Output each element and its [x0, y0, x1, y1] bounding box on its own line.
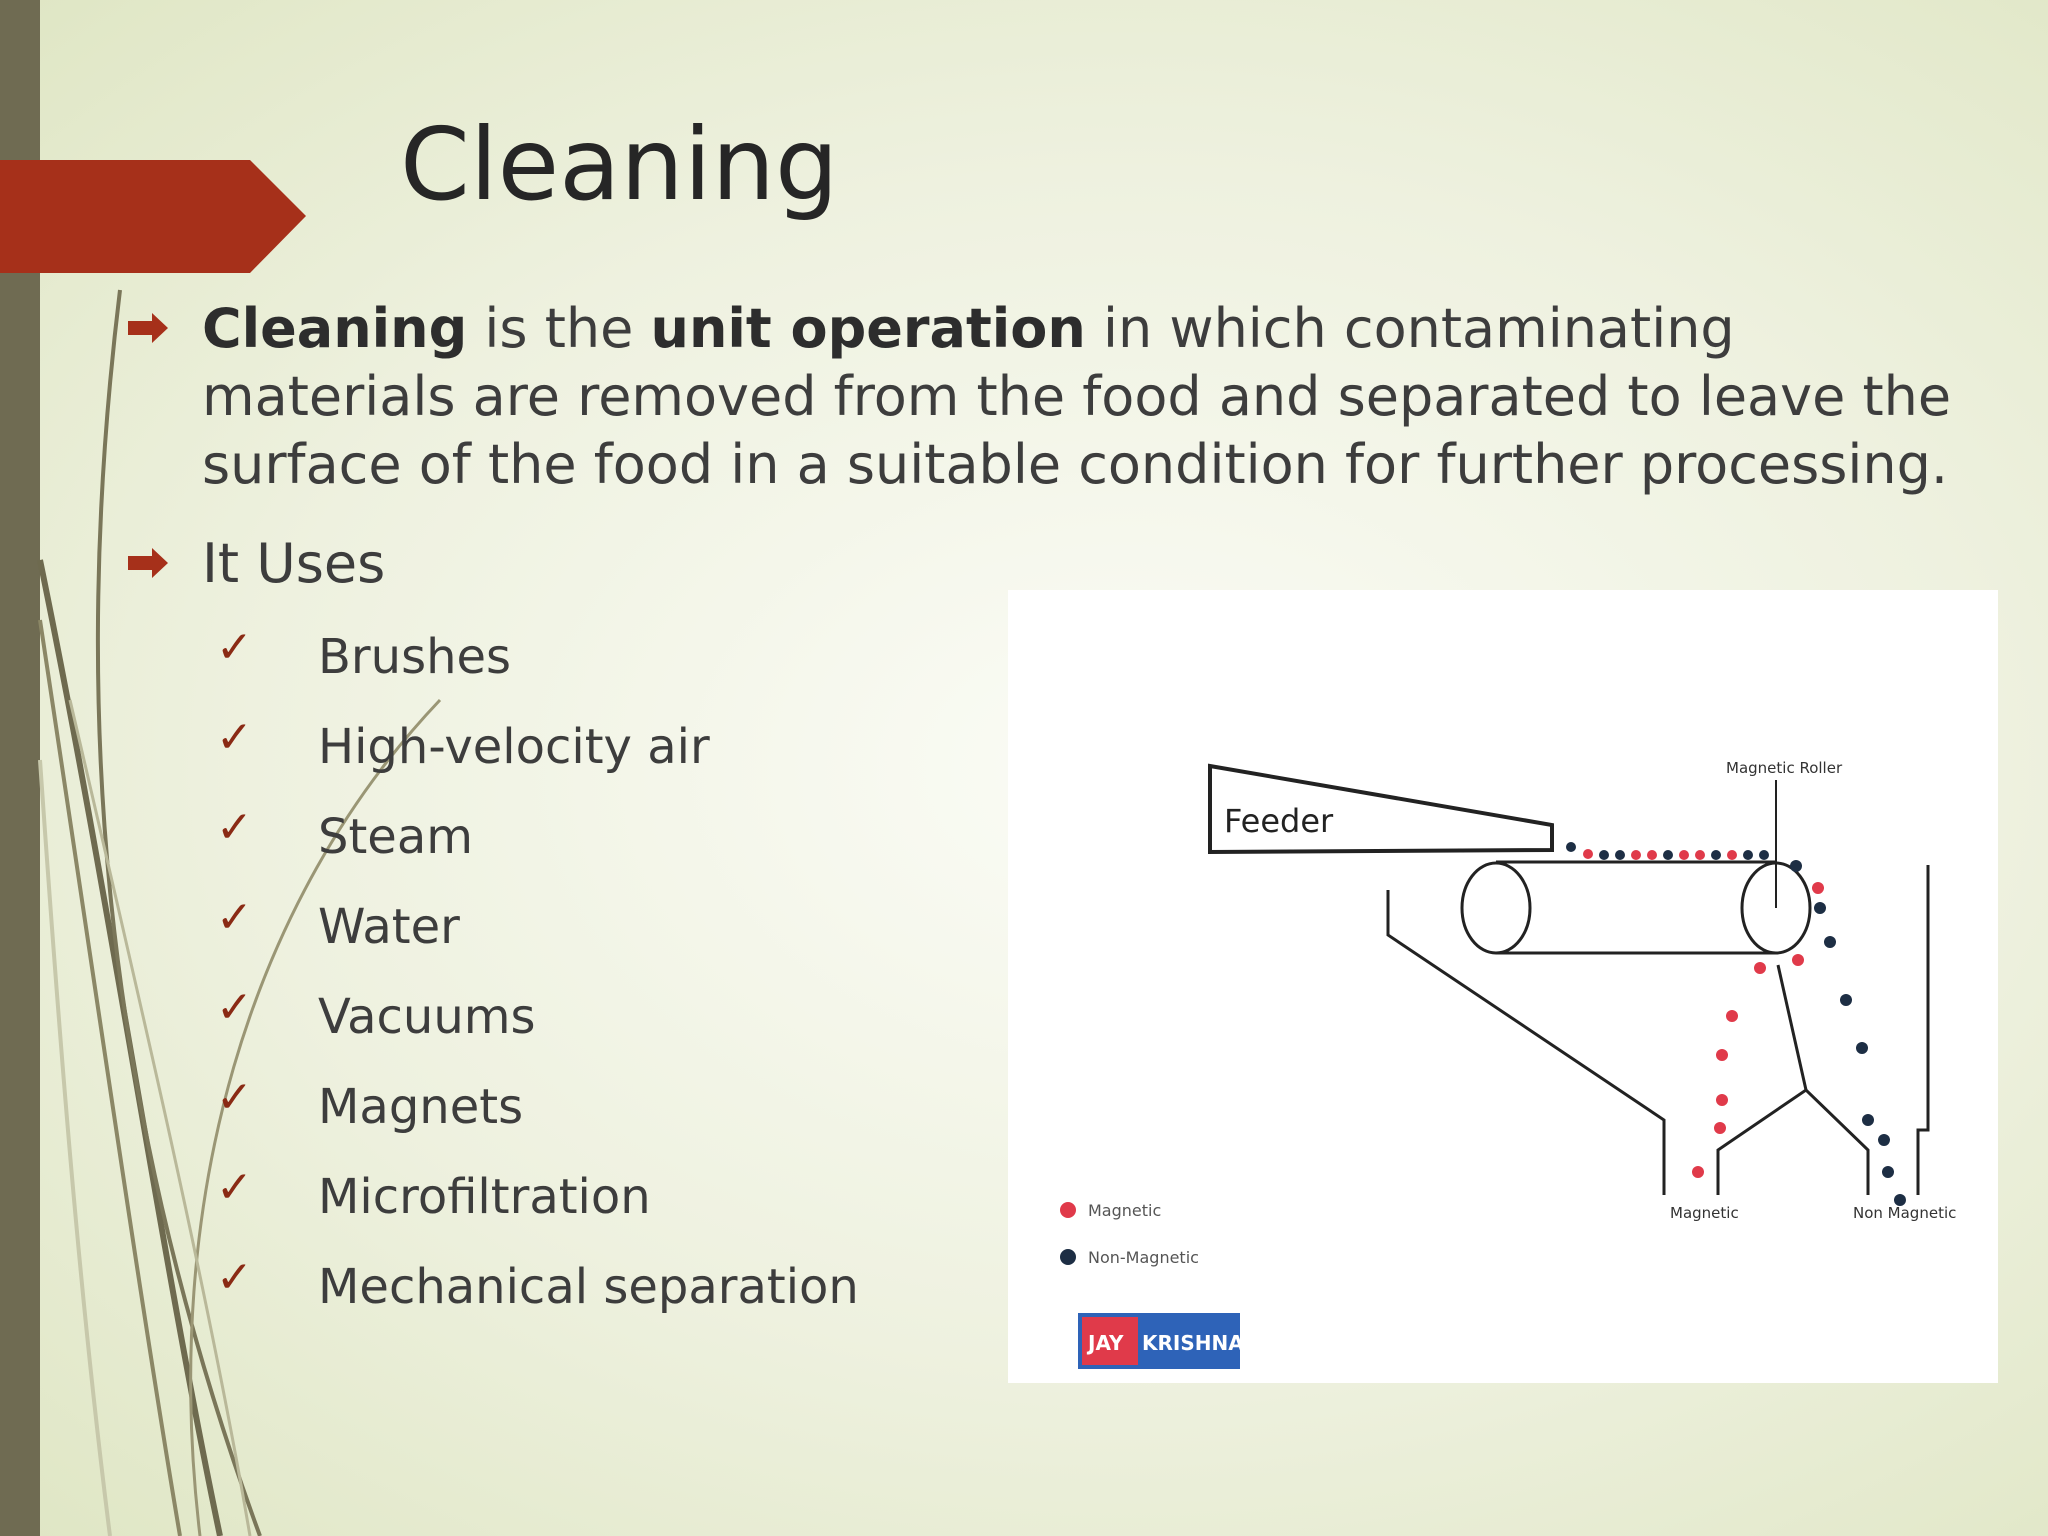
arrow-bullet-icon — [128, 548, 168, 578]
left-chute — [1386, 890, 1666, 1195]
term-cleaning: Cleaning — [202, 297, 468, 360]
checkmark-icon: ✓ — [216, 622, 253, 673]
uses-item-label: Water — [318, 899, 460, 955]
roller-label: Magnetic Roller — [1726, 759, 1843, 777]
divider-stem — [1776, 964, 1808, 1091]
checkmark-icon: ✓ — [216, 982, 253, 1033]
checkmark-icon: ✓ — [216, 712, 253, 763]
head-pulley — [1460, 861, 1532, 955]
magnetic-separator-diagram: Feeder Magnetic Roller — [1008, 590, 1998, 1383]
checkmark-icon: ✓ — [216, 802, 253, 853]
uses-item-label: Microfiltration — [318, 1169, 651, 1225]
feeder-hopper — [1208, 763, 1554, 855]
logo-box-blue — [1138, 1315, 1238, 1367]
outlet-non-magnetic-label: Non Magnetic — [1853, 1204, 1956, 1222]
legend-non-magnetic-label: Non-Magnetic — [1088, 1248, 1199, 1267]
right-wall — [1916, 865, 1930, 1195]
logo-text-red: JAY — [1086, 1331, 1124, 1355]
separator-diagram-svg: Feeder Magnetic Roller — [1060, 759, 1956, 1369]
uses-heading: It Uses — [202, 532, 386, 595]
legend-magnetic-label: Magnetic — [1088, 1201, 1161, 1220]
definition-paragraph: Cleaning is the unit operation in which … — [202, 295, 1952, 499]
logo-box-red — [1080, 1315, 1138, 1367]
title-arrow-shape — [0, 160, 306, 273]
checkmark-icon: ✓ — [216, 892, 253, 943]
uses-item-label: Steam — [318, 809, 473, 865]
uses-item-label: Mechanical separation — [318, 1259, 859, 1315]
uses-item-label: Vacuums — [318, 989, 536, 1045]
logo-border — [1078, 1313, 1240, 1369]
legend-non-magnetic-dot — [1060, 1249, 1076, 1265]
checkmark-icon: ✓ — [216, 1072, 253, 1123]
particle-stream — [1566, 842, 1906, 1206]
legend-magnetic-dot — [1060, 1202, 1076, 1218]
slide-title: Cleaning — [400, 106, 839, 223]
uses-item-label: Magnets — [318, 1079, 524, 1135]
feeder-label: Feeder — [1224, 802, 1334, 840]
uses-item-label: Brushes — [318, 629, 512, 685]
center-divider — [1716, 1088, 1870, 1195]
checkmark-icon: ✓ — [216, 1162, 253, 1213]
uses-item-label: High-velocity air — [318, 719, 710, 775]
logo-text-blue: KRISHNA — [1142, 1331, 1244, 1355]
term-unit-operation: unit operation — [650, 297, 1086, 360]
paragraph-text-1: is the — [467, 297, 651, 360]
paragraph-text-2: in which contaminating materials are rem… — [202, 297, 1952, 496]
arrow-bullet-icon — [128, 313, 168, 343]
checkmark-icon: ✓ — [216, 1252, 253, 1303]
outlet-magnetic-label: Magnetic — [1670, 1204, 1739, 1222]
